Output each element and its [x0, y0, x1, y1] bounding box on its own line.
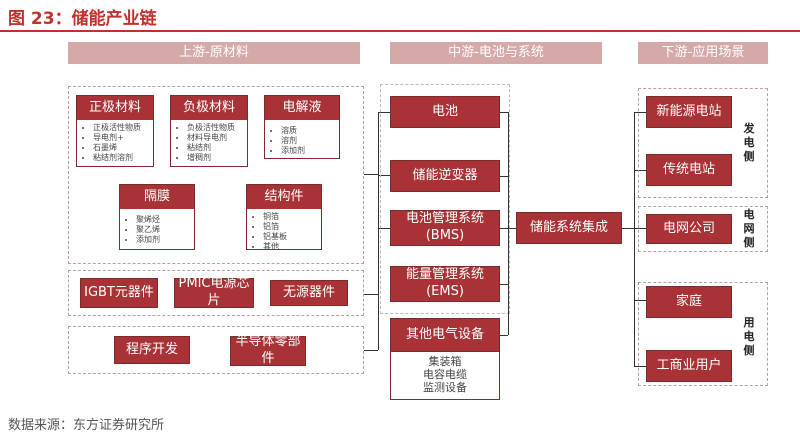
card-title: 电解液 [265, 96, 339, 120]
box-system-integration: 储能系统集成 [516, 212, 622, 244]
list-item: 聚烯烃 [136, 215, 194, 225]
box-traditional-station: 传统电站 [646, 154, 732, 186]
detail-item: 监测设备 [423, 381, 467, 394]
list-item: 添加剂 [136, 235, 194, 245]
list-item: 粘结剂 [187, 143, 247, 153]
consumption-group [638, 282, 768, 386]
connector [634, 300, 646, 301]
list-item: 溶剂 [281, 136, 339, 146]
connector [500, 176, 508, 177]
box-programming: 程序开发 [114, 336, 190, 364]
connector [500, 228, 516, 229]
connector [364, 174, 378, 175]
box-battery: 电池 [390, 96, 500, 128]
list-item: 负极活性物质 [187, 123, 247, 133]
box-igbt: IGBT元器件 [80, 278, 158, 308]
list-item: 增稠剂 [187, 153, 247, 163]
title-divider [0, 30, 800, 32]
box-semiconductor: 半导体零部件 [230, 334, 306, 366]
generation-group [638, 88, 768, 198]
generation-side-label: 发电侧 [743, 122, 755, 163]
box-household: 家庭 [646, 286, 732, 318]
midstream-group [380, 84, 510, 314]
box-grid-company: 电网公司 [646, 214, 732, 244]
connector [622, 228, 634, 229]
list-item: 铝基板 [263, 232, 321, 242]
materials-group [68, 86, 364, 264]
detail-item: 电容电缆 [423, 368, 467, 381]
connector [378, 112, 379, 350]
box-other-electrical: 其他电气设备 [390, 318, 500, 352]
connector [378, 175, 390, 176]
grid-group [638, 206, 768, 252]
list-item: 正极活性物质 [93, 123, 153, 133]
stage-downstream: 下游-应用场景 [638, 42, 768, 64]
electronics-group [68, 270, 364, 316]
list-item: 材料导电剂 [187, 133, 247, 143]
list-item: 溶质 [281, 126, 339, 136]
other-electrical-details: 集装箱 电容电缆 监测设备 [390, 352, 500, 400]
connector [634, 228, 646, 229]
connector [508, 112, 509, 335]
box-ems: 能量管理系统 (EMS) [390, 266, 500, 302]
list-item: 粘结剂溶剂 [93, 153, 153, 163]
box-renewable-station: 新能源电站 [646, 96, 732, 128]
connector [500, 335, 508, 336]
connector [634, 112, 635, 366]
list-item: 添加剂 [281, 146, 339, 156]
box-pmic: PMIC电源芯片 [174, 276, 254, 308]
connector [364, 350, 378, 351]
stage-midstream: 中游-电池与系统 [390, 42, 602, 64]
box-passive: 无源器件 [270, 280, 348, 306]
card-title: 负极材料 [171, 96, 247, 120]
connector [364, 294, 378, 295]
connector [634, 366, 646, 367]
card-separator: 隔膜 聚烯烃聚乙烯添加剂 [119, 184, 195, 250]
box-inverter: 储能逆变器 [390, 160, 500, 192]
card-cathode: 正极材料 正极活性物质导电剂+石墨烯粘结剂溶剂 [76, 95, 154, 167]
connector [378, 228, 390, 229]
figure-title: 图 23：储能产业链 [8, 9, 157, 29]
connector [634, 170, 646, 171]
list-item: 其他 [263, 242, 321, 252]
card-title: 正极材料 [77, 96, 153, 120]
source-note: 数据来源：东方证券研究所 [8, 418, 165, 433]
consumption-side-label: 用电侧 [743, 316, 755, 357]
connector [500, 284, 508, 285]
list-item: 导电剂+ [93, 133, 153, 143]
card-anode: 负极材料 负极活性物质材料导电剂粘结剂增稠剂 [170, 95, 248, 167]
list-item: 石墨烯 [93, 143, 153, 153]
card-title: 结构件 [247, 185, 321, 209]
card-electrolyte: 电解液 溶质溶剂添加剂 [264, 95, 340, 159]
box-bms: 电池管理系统 (BMS) [390, 210, 500, 246]
stage-upstream: 上游-原材料 [68, 42, 360, 64]
list-item: 聚乙烯 [136, 225, 194, 235]
software-group [68, 326, 364, 374]
box-commercial-users: 工商业用户 [646, 350, 732, 382]
connector [634, 112, 646, 113]
connector [378, 112, 390, 113]
connector [500, 112, 508, 113]
grid-side-label: 电网侧 [743, 208, 755, 249]
list-item: 铝箔 [263, 222, 321, 232]
list-item: 铜箔 [263, 212, 321, 222]
card-title: 隔膜 [120, 185, 194, 209]
detail-item: 集装箱 [428, 355, 462, 368]
card-structural-parts: 结构件 铜箔铝箔铝基板其他 [246, 184, 322, 252]
